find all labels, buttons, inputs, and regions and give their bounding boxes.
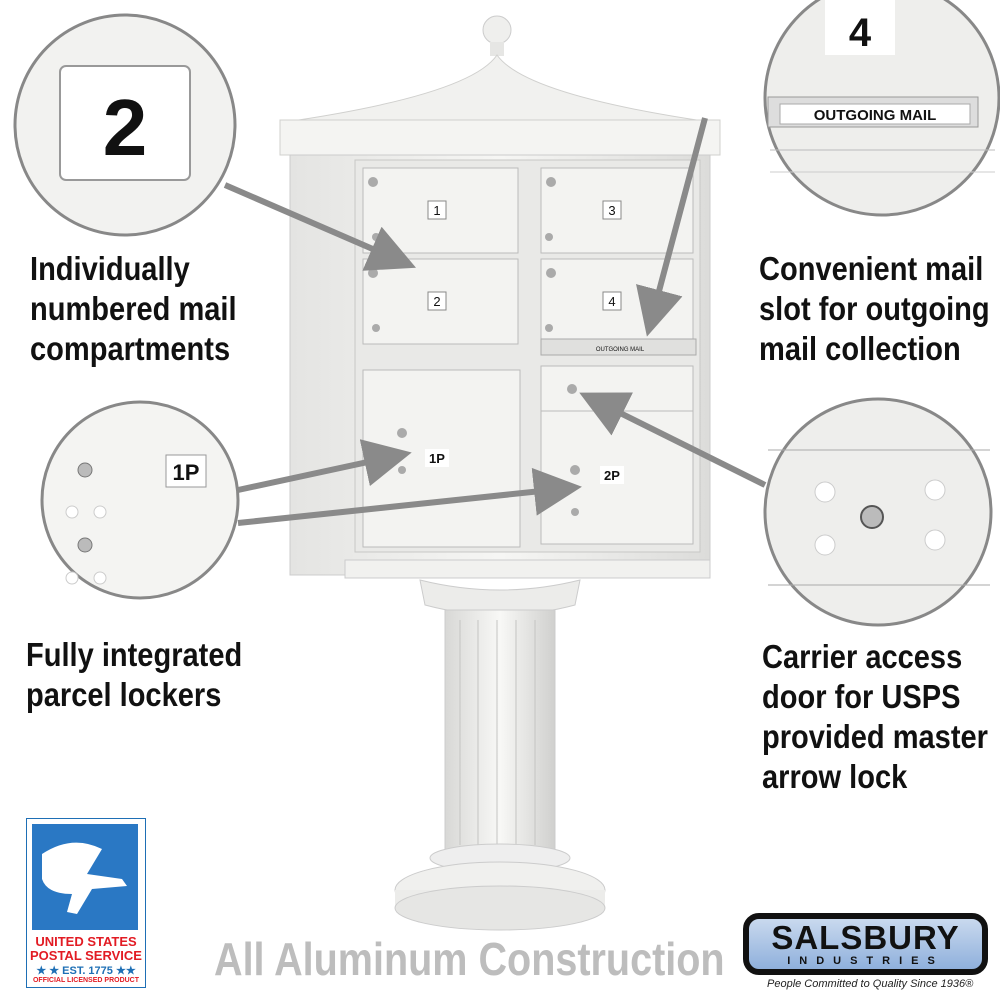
footer-title: All Aluminum Construction — [214, 933, 725, 985]
salsbury-sub: INDUSTRIES — [787, 955, 944, 967]
usps-line: UNITED STATES — [35, 934, 137, 949]
detail-circle-parcel: 1P — [40, 400, 240, 600]
detail-circle-outgoing: 4 OUTGOING MAIL — [763, 0, 1000, 217]
detail-circle-number: 2 — [13, 13, 237, 237]
callout-line: slot for outgoing — [759, 290, 990, 327]
number-plate: 2 — [103, 83, 148, 172]
callout-line: numbered mail — [30, 290, 237, 327]
usps-logo: UNITED STATES POSTAL SERVICE ★ ★ EST. 17… — [26, 818, 146, 988]
usps-line: ★ ★ EST. 1775 ★★ — [36, 965, 136, 977]
callout-line: Individually — [30, 250, 190, 287]
callout-outgoing: Convenient mail slot for outgoing mail c… — [759, 249, 990, 369]
door-number: 2P — [604, 468, 620, 483]
salsbury-logo: SALSBURY INDUSTRIES — [743, 913, 988, 975]
number-plate: 4 — [849, 11, 872, 55]
door-number: 1 — [433, 203, 440, 218]
callout-line: mail collection — [759, 330, 961, 367]
usps-line: OFFICIAL LICENSED PRODUCT — [32, 977, 140, 984]
door-number: 2 — [433, 294, 440, 309]
callout-line: parcel lockers — [26, 676, 222, 713]
salsbury-tagline: People Committed to Quality Since 1936® — [767, 978, 974, 990]
salsbury-name: SALSBURY — [771, 919, 960, 956]
door-number: 1P — [429, 451, 445, 466]
callout-line: Carrier access — [762, 638, 963, 675]
usps-line: POSTAL SERVICE — [30, 948, 142, 963]
door-number: 3 — [608, 203, 615, 218]
callout-line: Convenient mail — [759, 250, 984, 287]
callout-line: arrow lock — [762, 758, 908, 795]
callout-arrows — [223, 117, 767, 526]
callout-line: Fully integrated — [26, 636, 243, 673]
parcel-plate: 1P — [173, 460, 200, 485]
callout-parcel: Fully integrated parcel lockers — [26, 635, 242, 715]
callout-line: provided master — [762, 718, 988, 755]
callout-carrier: Carrier access door for USPS provided ma… — [762, 637, 988, 797]
callout-compartments: Individually numbered mail compartments — [30, 249, 237, 369]
outgoing-mail-label: OUTGOING MAIL — [814, 107, 937, 124]
cbu-mailbox: 1 2 3 4 1P 2P OUTGOING MAIL — [279, 15, 721, 931]
detail-circle-carrier-lock — [763, 397, 993, 627]
eagle-icon — [32, 824, 138, 930]
outgoing-slot-label: OUTGOING MAIL — [596, 347, 645, 353]
callout-line: door for USPS — [762, 678, 961, 715]
door-number: 4 — [608, 294, 615, 309]
callout-line: compartments — [30, 330, 231, 367]
